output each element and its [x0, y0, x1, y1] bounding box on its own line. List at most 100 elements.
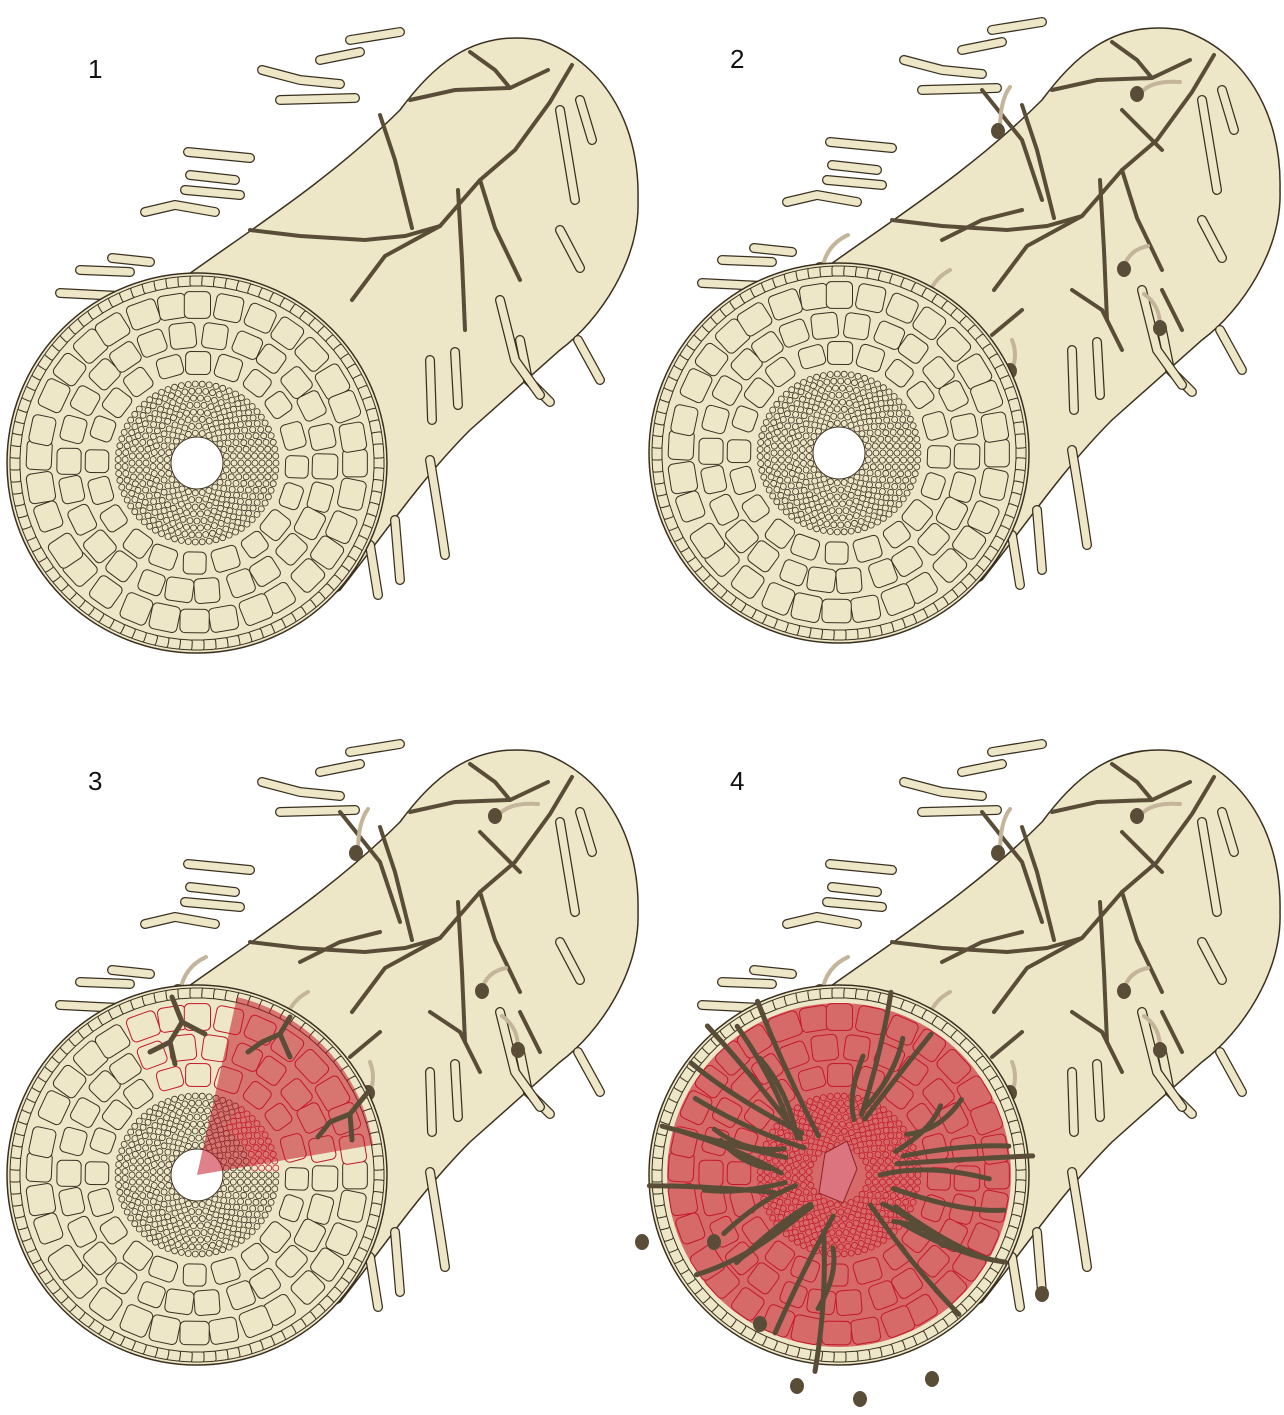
vascular-cell	[182, 1207, 188, 1213]
vascular-cell	[218, 400, 224, 406]
vascular-cell	[182, 1101, 188, 1107]
vascular-cell	[229, 397, 235, 403]
vascular-cell	[230, 467, 236, 473]
vascular-cell	[831, 487, 837, 493]
vascular-cell	[156, 399, 162, 405]
vascular-cell	[233, 440, 239, 446]
vascular-cell	[764, 454, 770, 460]
vascular-cell	[176, 1140, 182, 1146]
vascular-cell	[192, 490, 198, 496]
vascular-cell	[854, 426, 860, 432]
vascular-cell	[860, 405, 866, 411]
vascular-cell	[150, 517, 156, 523]
vascular-cell	[794, 401, 800, 407]
vascular-cell	[143, 1199, 149, 1205]
vascular-cell	[161, 431, 167, 437]
vascular-cell	[812, 510, 818, 516]
vascular-cell	[216, 529, 222, 535]
vascular-cell	[161, 1143, 167, 1149]
vascular-cell	[882, 395, 888, 401]
vascular-cell	[817, 381, 823, 387]
cortex-cell	[699, 438, 723, 464]
vascular-cell	[223, 418, 229, 424]
cortex-cell	[312, 454, 338, 480]
cortex-cell	[980, 411, 1009, 443]
vascular-cell	[205, 396, 211, 402]
vascular-cell	[238, 395, 244, 401]
vascular-cell	[873, 504, 879, 510]
vascular-cell	[147, 1152, 153, 1158]
vascular-cell	[220, 535, 226, 541]
vascular-cell	[915, 450, 921, 456]
vascular-cell	[219, 1208, 225, 1214]
vascular-cell	[204, 510, 210, 516]
vascular-cell	[263, 1193, 269, 1199]
vascular-cell	[880, 450, 886, 456]
vascular-cell	[250, 415, 256, 421]
vascular-cell	[165, 1099, 171, 1105]
vascular-cell	[189, 1100, 195, 1106]
vascular-cell	[231, 1226, 237, 1232]
spore	[991, 845, 1005, 861]
vascular-cell	[161, 477, 167, 483]
vascular-cell	[838, 378, 844, 384]
vascular-cell	[201, 1114, 207, 1120]
vascular-cell	[265, 426, 271, 432]
vascular-cell	[140, 439, 146, 445]
vascular-cell	[140, 508, 146, 514]
root-hair-fill	[430, 360, 432, 420]
vascular-cell	[878, 401, 884, 407]
vascular-cell	[905, 471, 911, 477]
vascular-cell	[875, 407, 881, 413]
vascular-cell	[892, 484, 898, 490]
vascular-cell	[135, 487, 141, 493]
vascular-cell	[122, 457, 128, 463]
vascular-cell	[853, 513, 859, 519]
vascular-cell	[229, 523, 235, 529]
vascular-cell	[813, 405, 819, 411]
vascular-cell	[221, 1186, 227, 1192]
vascular-cell	[895, 423, 901, 429]
vascular-cell	[159, 497, 165, 503]
vascular-cell	[172, 422, 178, 428]
vascular-cell	[161, 412, 167, 418]
vascular-cell	[191, 409, 197, 415]
vascular-cell	[801, 487, 807, 493]
vascular-cell	[800, 504, 806, 510]
vascular-cell	[221, 1198, 227, 1204]
vascular-cell	[156, 503, 162, 509]
cortex-cell	[927, 445, 951, 468]
vascular-cell	[162, 1237, 168, 1243]
vascular-cell	[199, 539, 205, 545]
vascular-cell	[136, 1226, 142, 1232]
vascular-cell	[782, 429, 788, 435]
vascular-cell	[250, 427, 256, 433]
vascular-cell	[187, 402, 193, 408]
vascular-cell	[229, 423, 235, 429]
vascular-cell	[210, 390, 216, 396]
vascular-cell	[771, 450, 777, 456]
vascular-cell	[915, 457, 921, 463]
vascular-cell	[799, 474, 805, 480]
cortex-cell	[337, 1189, 367, 1223]
vascular-cell	[259, 460, 265, 466]
vascular-cell	[150, 487, 156, 493]
vascular-cell	[262, 1212, 268, 1218]
vascular-cell	[867, 418, 873, 424]
vascular-cell	[827, 529, 833, 535]
vascular-cell	[161, 1155, 167, 1161]
vascular-cell	[157, 484, 163, 490]
vascular-cell	[141, 1113, 147, 1119]
vascular-cell	[213, 420, 219, 426]
vascular-cell	[138, 1186, 144, 1192]
vascular-cell	[865, 384, 871, 390]
vascular-cell	[143, 460, 149, 466]
vascular-cell	[240, 405, 246, 411]
vascular-cell	[211, 1220, 217, 1226]
vascular-cell	[845, 414, 851, 420]
vascular-cell	[221, 435, 227, 441]
vascular-cell	[894, 457, 900, 463]
root-hair-fill	[832, 887, 877, 892]
vascular-cell	[123, 1162, 129, 1168]
vascular-cell	[126, 484, 132, 490]
